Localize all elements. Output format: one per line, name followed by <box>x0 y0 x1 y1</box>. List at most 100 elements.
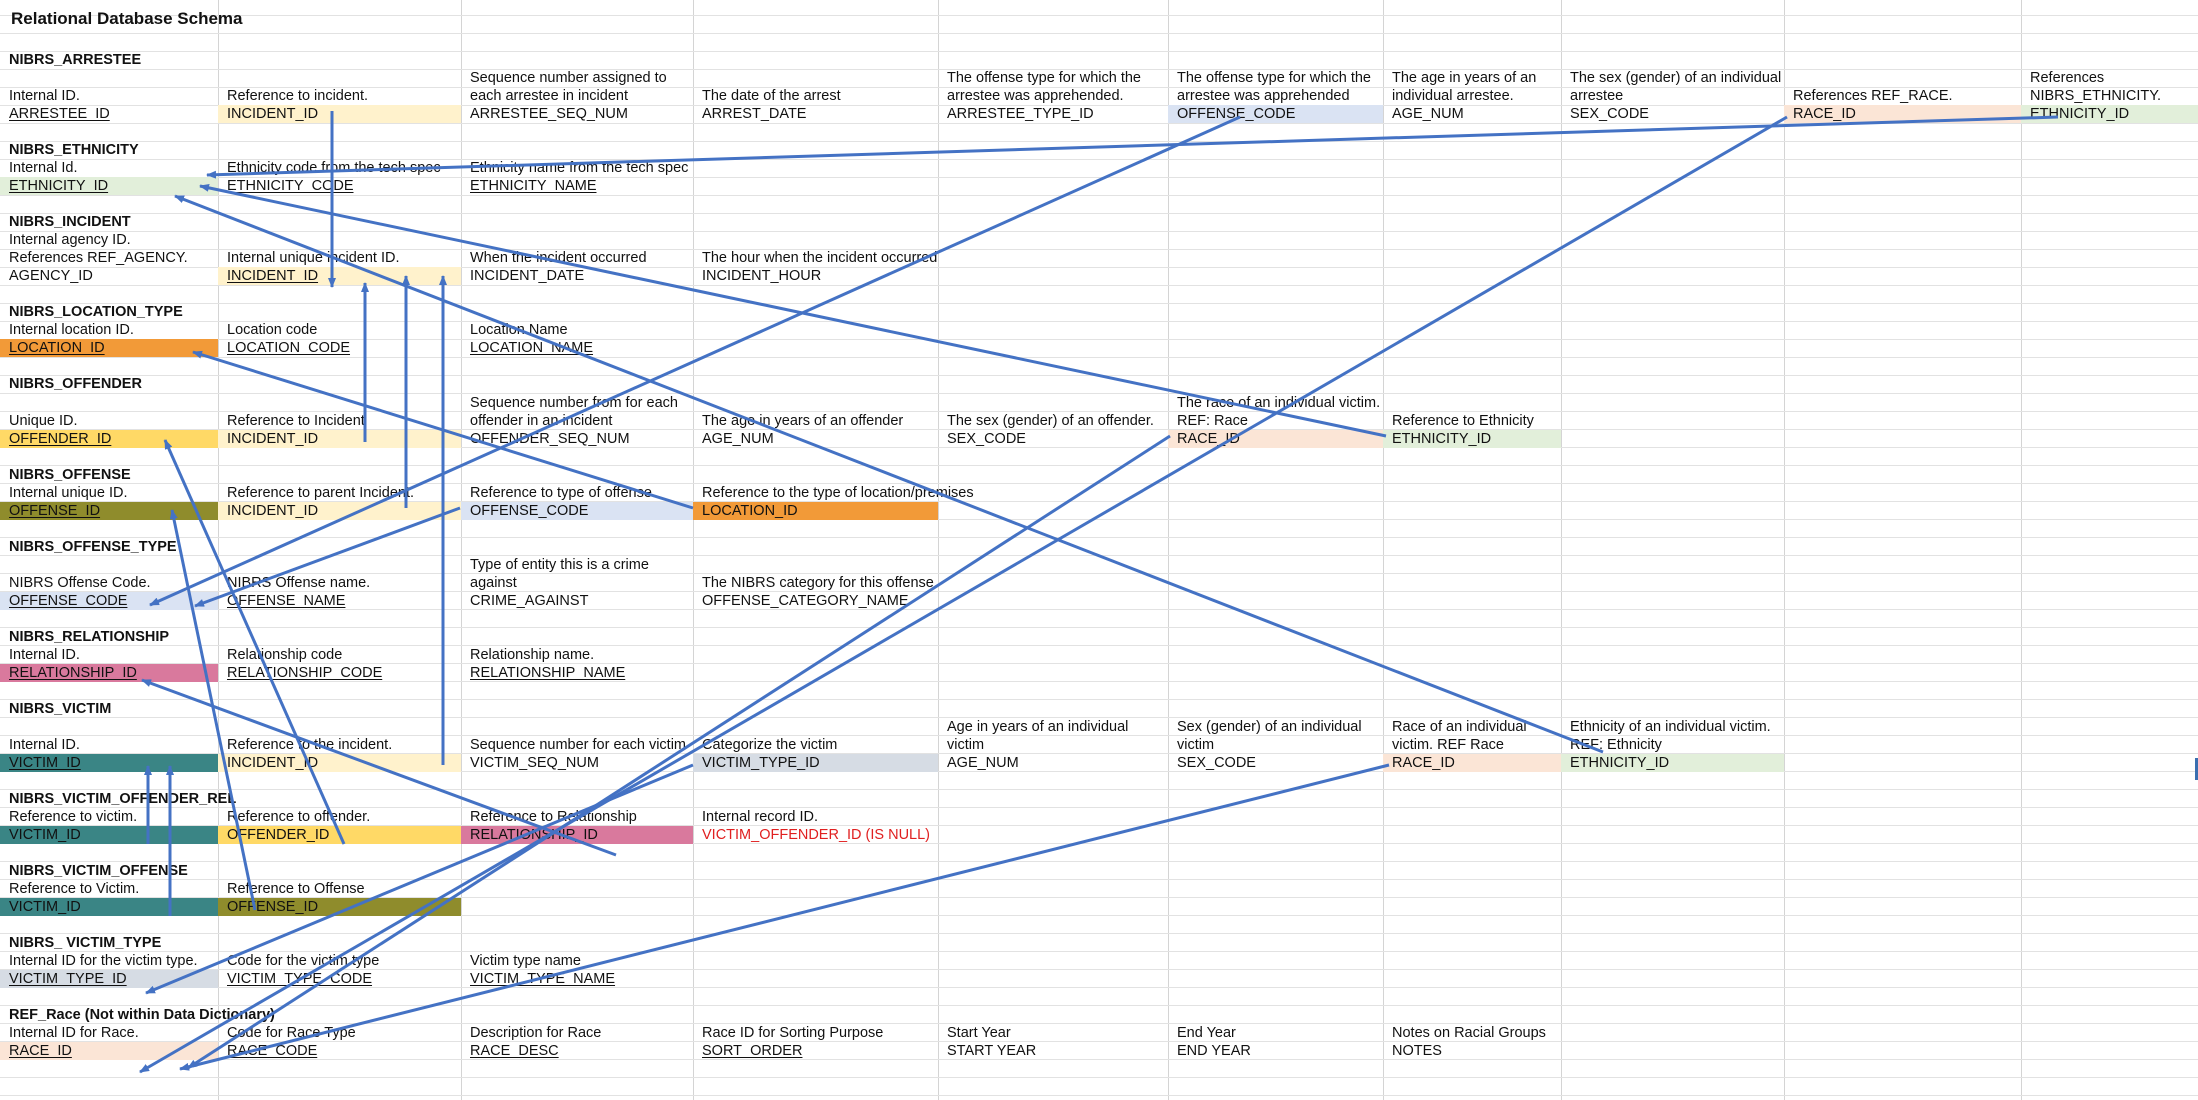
column-description[interactable]: Internal location ID. <box>9 322 134 338</box>
table-name[interactable]: NIBRS_RELATIONSHIP <box>9 629 170 645</box>
column-description[interactable]: NIBRS Offense Code. <box>9 575 151 591</box>
column-name[interactable]: ETHNICITY_ID <box>1383 430 1561 448</box>
column-description[interactable]: Reference to type of offense. <box>470 485 656 501</box>
column-description[interactable]: Reference to victim. <box>9 809 138 825</box>
column-name[interactable]: VICTIM_TYPE_ID <box>693 754 938 772</box>
column-name[interactable]: ETHNICITY_NAME <box>470 178 597 194</box>
column-name[interactable]: INCIDENT_ID <box>218 754 461 772</box>
column-description[interactable]: The sex (gender) of an individual arrest… <box>1570 70 1782 104</box>
column-description[interactable]: The offense type for which the arrestee … <box>1177 70 1371 104</box>
table-name[interactable]: NIBRS_ETHNICITY <box>9 142 139 158</box>
column-name[interactable]: INCIDENT_ID <box>218 267 461 285</box>
table-name[interactable]: NIBRS_ARRESTEE <box>9 52 142 68</box>
column-name[interactable]: ARRESTEE_SEQ_NUM <box>470 106 628 122</box>
column-description[interactable]: Reference to Offense <box>227 881 365 897</box>
column-name[interactable]: OFFENSE_CODE <box>0 592 218 610</box>
column-name[interactable]: VICTIM_TYPE_CODE <box>227 971 373 987</box>
column-description[interactable]: Type of entity this is a crime against <box>470 557 649 591</box>
table-name[interactable]: NIBRS_OFFENSE <box>9 467 131 483</box>
column-name[interactable]: RACE_DESC <box>470 1043 559 1059</box>
column-name[interactable]: RACE_ID <box>0 1042 218 1060</box>
column-name[interactable]: VICTIM_ID <box>0 754 218 772</box>
column-name[interactable]: VICTIM_TYPE_ID <box>0 970 218 988</box>
column-name[interactable]: LOCATION_ID <box>693 502 938 520</box>
column-name[interactable]: OFFENDER_ID <box>0 430 218 448</box>
table-name[interactable]: NIBRS_VICTIM_OFFENSE <box>9 863 188 879</box>
column-name[interactable]: INCIDENT_ID <box>218 502 461 520</box>
column-description[interactable]: Sex (gender) of an individual victim <box>1177 719 1362 753</box>
column-description[interactable]: Internal Id. <box>9 160 78 176</box>
column-name[interactable]: AGENCY_ID <box>9 268 93 284</box>
column-description[interactable]: Race ID for Sorting Purpose <box>702 1025 884 1041</box>
column-description[interactable]: Reference to the incident. <box>227 737 393 753</box>
column-description[interactable]: Description for Race <box>470 1025 602 1041</box>
column-description[interactable]: The offense type for which the arrestee … <box>947 70 1141 104</box>
column-description[interactable]: Race of an individual victim. REF Race <box>1392 719 1527 753</box>
column-description[interactable]: Unique ID. <box>9 413 78 429</box>
table-name[interactable]: REF_Race (Not within Data Dictionary) <box>9 1007 275 1023</box>
column-description[interactable]: The race of an individual victim. REF: R… <box>1177 395 1381 429</box>
column-description[interactable]: Location Name <box>470 322 568 338</box>
column-description[interactable]: Reference to Incident <box>227 413 365 429</box>
column-name[interactable]: INCIDENT_ID <box>218 105 461 123</box>
column-name[interactable]: VICTIM_ID <box>0 826 218 844</box>
column-name[interactable]: ETHNICITY_CODE <box>227 178 354 194</box>
column-description[interactable]: The date of the arrest <box>702 88 841 104</box>
column-description[interactable]: Relationship code <box>227 647 343 663</box>
column-description[interactable]: Internal ID for the victim type. <box>9 953 198 969</box>
column-name[interactable]: CRIME_AGAINST <box>470 593 589 609</box>
column-name[interactable]: RACE_CODE <box>227 1043 318 1059</box>
column-name[interactable]: ETHNICITY_ID <box>2021 105 2198 123</box>
column-name[interactable]: AGE_NUM <box>702 431 774 447</box>
column-description[interactable]: Age in years of an individual victim <box>947 719 1129 753</box>
column-description[interactable]: The age in years of an offender <box>702 413 904 429</box>
column-name[interactable]: VICTIM_SEQ_NUM <box>470 755 599 771</box>
column-name[interactable]: START YEAR <box>947 1043 1037 1059</box>
column-description[interactable]: Reference to parent Incident. <box>227 485 415 501</box>
column-description[interactable]: References REF_RACE. <box>1793 88 1953 104</box>
column-description[interactable]: Internal ID. <box>9 737 80 753</box>
column-description[interactable]: The hour when the incident occurred <box>702 250 938 266</box>
column-description[interactable]: Reference to the type of location/premis… <box>702 485 974 501</box>
column-description[interactable]: When the incident occurred <box>470 250 647 266</box>
column-name[interactable]: SEX_CODE <box>947 431 1026 447</box>
column-description[interactable]: Ethnicity name from the tech spec <box>470 160 689 176</box>
column-description[interactable]: Ethnicity of an individual victim. REF: … <box>1570 719 1771 753</box>
column-name[interactable]: RELATIONSHIP_ID <box>0 664 218 682</box>
column-description[interactable]: The sex (gender) of an offender. <box>947 413 1154 429</box>
column-description[interactable]: Internal record ID. <box>702 809 819 825</box>
column-name[interactable]: OFFENSE_CATEGORY_NAME <box>702 593 909 609</box>
column-name[interactable]: RACE_ID <box>1383 754 1561 772</box>
column-description[interactable]: Notes on Racial Groups <box>1392 1025 1546 1041</box>
column-description[interactable]: Code for the victim type <box>227 953 380 969</box>
column-name[interactable]: AGE_NUM <box>947 755 1019 771</box>
column-name[interactable]: NOTES <box>1392 1043 1442 1059</box>
column-description[interactable]: Code for Race Type <box>227 1025 356 1041</box>
column-name[interactable]: OFFENSE_CODE <box>1168 105 1383 123</box>
column-name[interactable]: VICTIM_OFFENDER_ID (IS NULL) <box>702 827 930 843</box>
column-name[interactable]: SEX_CODE <box>1177 755 1256 771</box>
column-name[interactable]: OFFENDER_ID <box>218 826 461 844</box>
table-name[interactable]: NIBRS_VICTIM_OFFENDER_REL <box>9 791 237 807</box>
column-description[interactable]: Sequence number for each victim <box>470 737 686 753</box>
column-name[interactable]: ARREST_DATE <box>702 106 807 122</box>
column-name[interactable]: END YEAR <box>1177 1043 1251 1059</box>
column-description[interactable]: NIBRS Offense name. <box>227 575 371 591</box>
column-name[interactable]: VICTIM_ID <box>0 898 218 916</box>
column-name[interactable]: ARRESTEE_TYPE_ID <box>947 106 1094 122</box>
column-description[interactable]: The age in years of an individual arrest… <box>1392 70 1537 104</box>
column-name[interactable]: RACE_ID <box>1784 105 2021 123</box>
column-description[interactable]: Location code <box>227 322 318 338</box>
column-description[interactable]: Categorize the victim <box>702 737 838 753</box>
column-name[interactable]: OFFENSE_ID <box>0 502 218 520</box>
column-description[interactable]: The NIBRS category for this offense. <box>702 575 938 591</box>
column-name[interactable]: ETHNICITY_ID <box>1561 754 1784 772</box>
table-name[interactable]: NIBRS_INCIDENT <box>9 214 131 230</box>
column-name[interactable]: OFFENSE_ID <box>218 898 461 916</box>
table-name[interactable]: NIBRS_OFFENDER <box>9 376 142 392</box>
column-name[interactable]: SEX_CODE <box>1570 106 1649 122</box>
column-description[interactable]: Internal unique ID. <box>9 485 128 501</box>
column-description[interactable]: Start Year <box>947 1025 1011 1041</box>
column-description[interactable]: Relationship name. <box>470 647 595 663</box>
column-name[interactable]: LOCATION_NAME <box>470 340 594 356</box>
